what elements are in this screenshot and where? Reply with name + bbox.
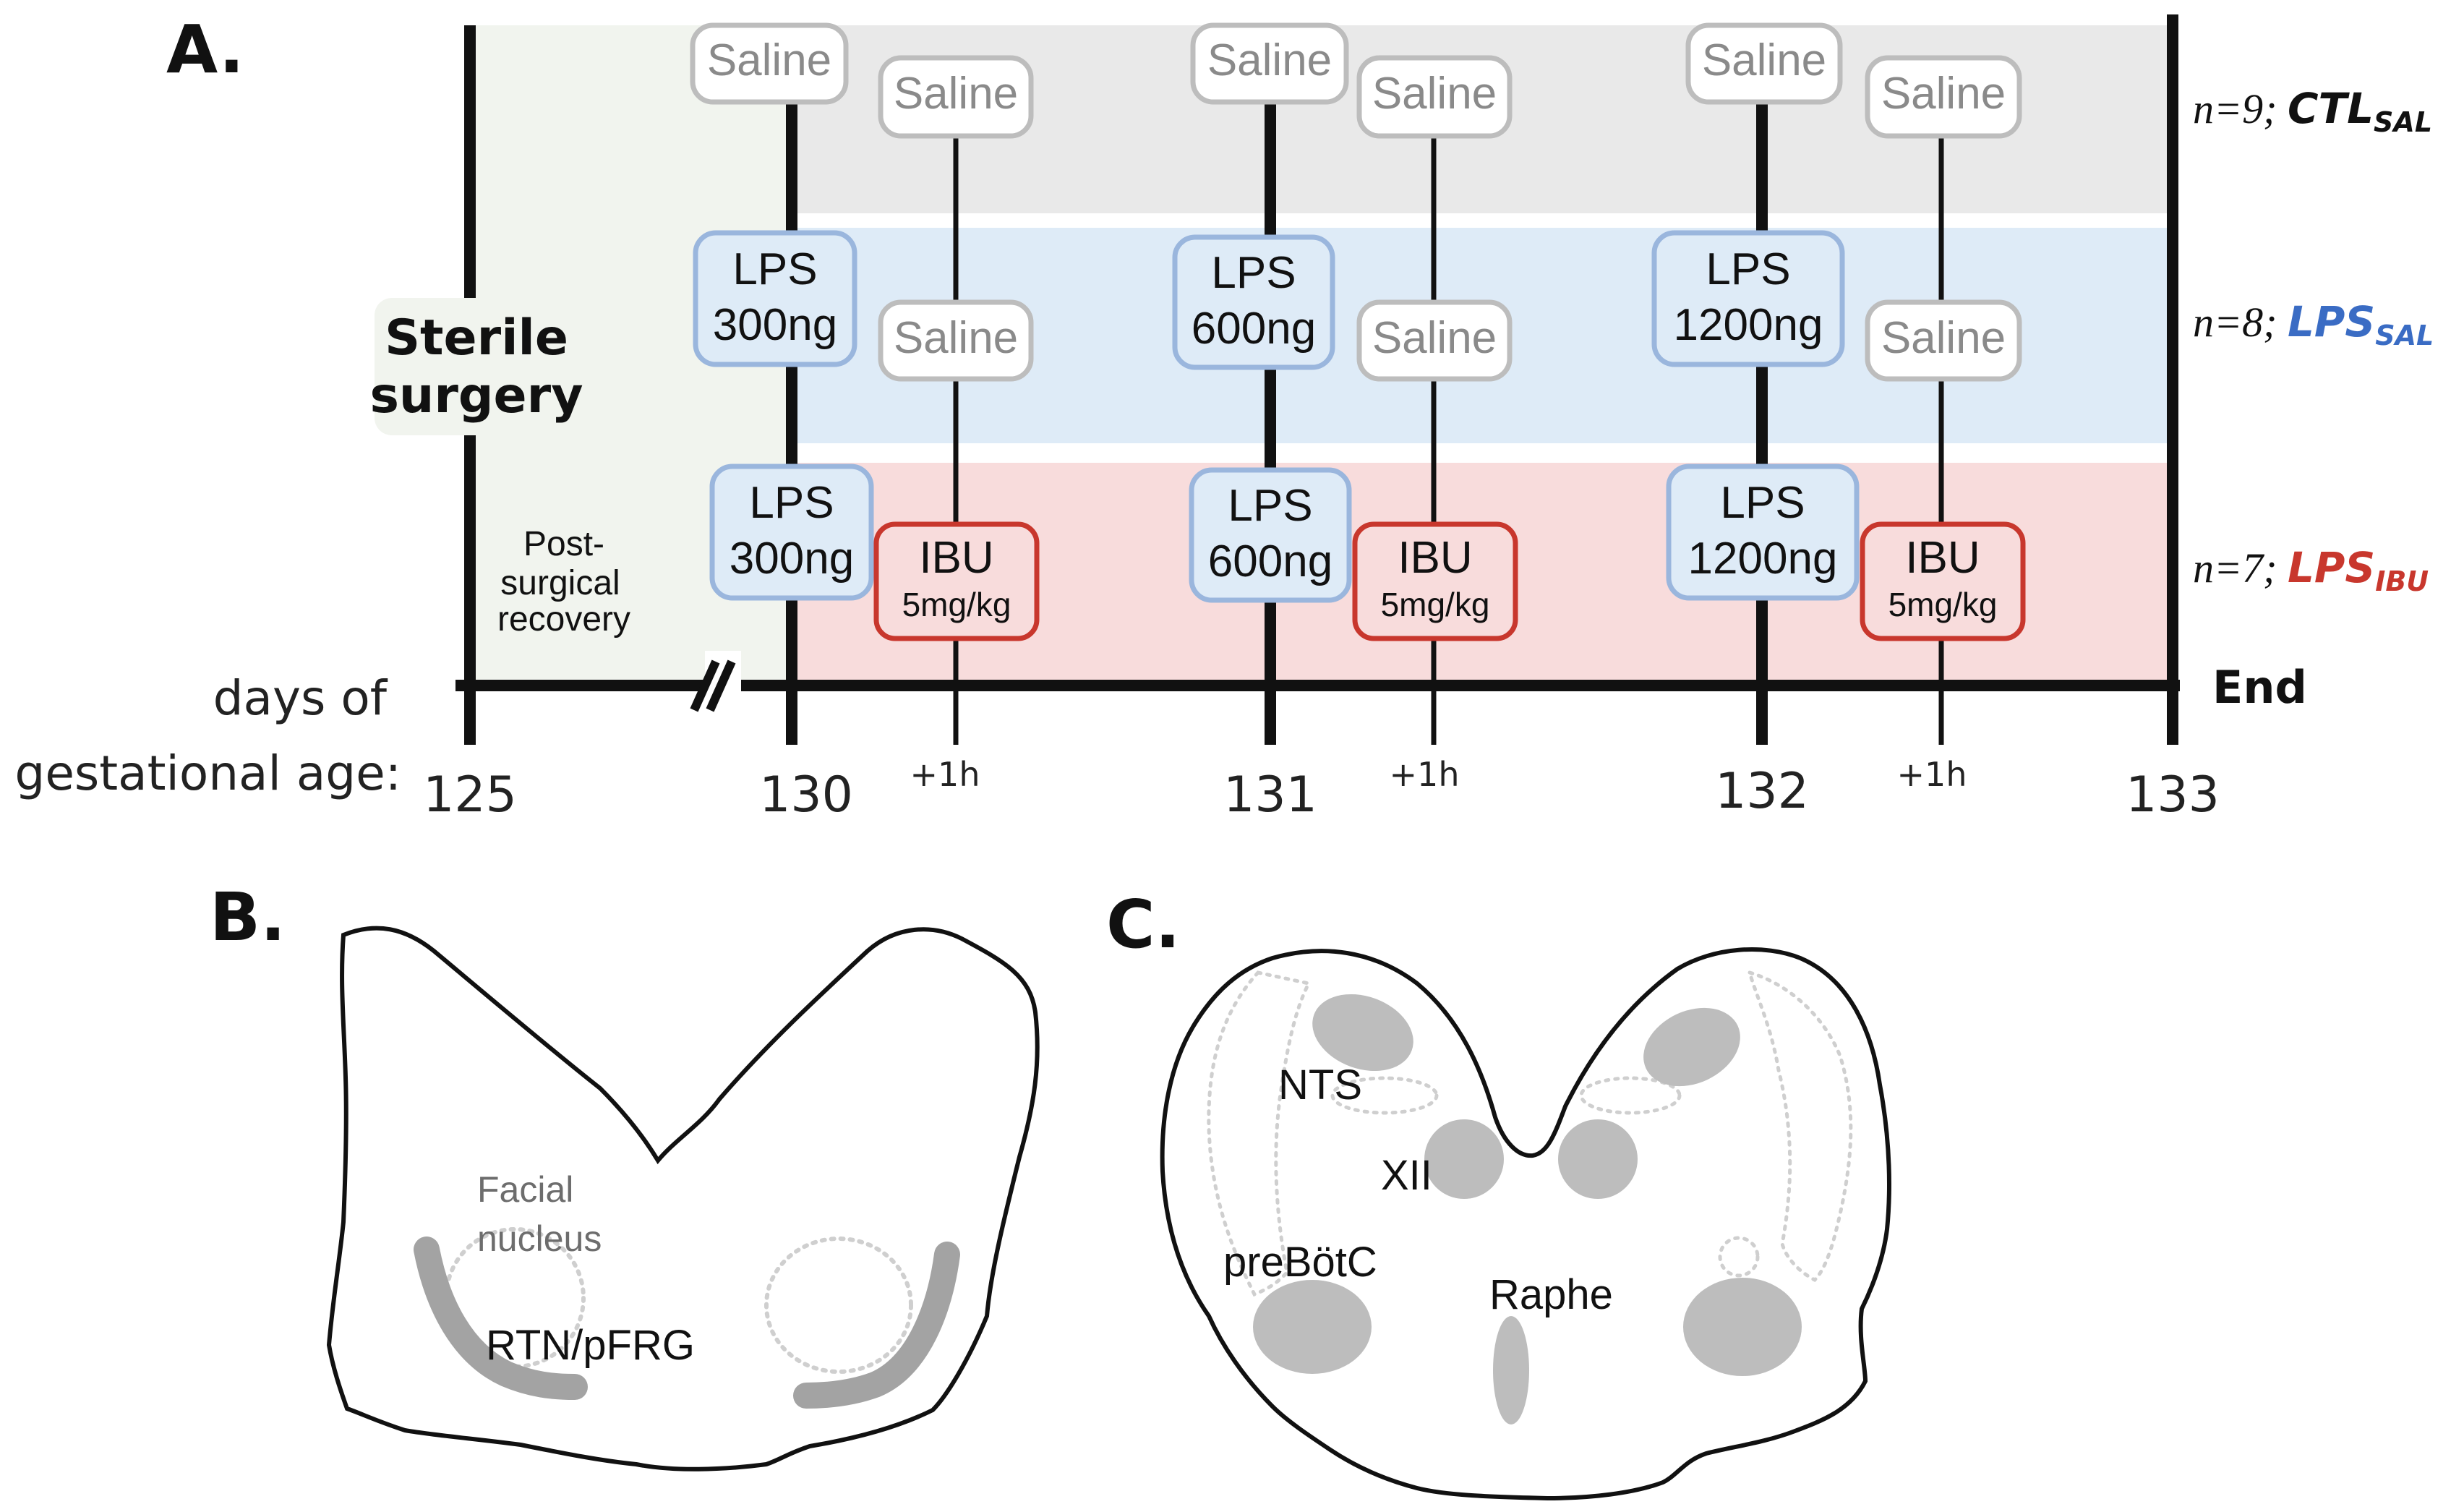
rtn-label: RTN/pFRG xyxy=(486,1322,695,1369)
tick-label-132: 132 xyxy=(1715,763,1809,820)
panel-b-brainstem: B. Facial nucleus RTN/pFRG xyxy=(149,879,1040,1472)
svg-text:5mg/kg: 5mg/kg xyxy=(1888,586,1998,623)
facial-label-line1: Facial xyxy=(477,1169,573,1210)
xii-left xyxy=(1424,1119,1504,1199)
svg-text:LPS: LPS xyxy=(1720,478,1805,528)
nts-right xyxy=(1643,1007,1740,1087)
axis-break-icon xyxy=(690,651,741,723)
panel-a-timeline: Sterile surgery Post- surgical recovery … xyxy=(14,11,2434,824)
svg-text:LPS: LPS xyxy=(1706,244,1790,294)
svg-text:600ng: 600ng xyxy=(1208,537,1332,586)
recovery-line3: recovery xyxy=(497,600,630,638)
svg-text:Saline: Saline xyxy=(1207,35,1332,85)
svg-text:1200ng: 1200ng xyxy=(1688,534,1838,584)
lps-box: LPS 300ng xyxy=(709,464,874,601)
panel-c-brainstem: C. NTS XII preBötC Raphe xyxy=(1106,886,1891,1501)
tick-label-131: 131 xyxy=(1223,766,1317,824)
ibu-box: IBU 5mg/kg xyxy=(1352,521,1518,641)
brainstem-outline-c xyxy=(1160,947,1891,1501)
recovery-line2: surgical xyxy=(500,564,620,602)
saline-box: Saline xyxy=(1865,55,2022,139)
dmv-left xyxy=(1330,1076,1439,1115)
plus1h-label: +1h xyxy=(1390,755,1460,794)
tract-right xyxy=(1747,970,1853,1283)
ibu-box: IBU 5mg/kg xyxy=(1860,521,2026,641)
lps-box: LPS 1200ng xyxy=(1651,230,1845,367)
lps-box: LPS 1200ng xyxy=(1666,464,1860,601)
svg-text:300ng: 300ng xyxy=(713,300,837,350)
svg-text:Saline: Saline xyxy=(894,69,1018,119)
svg-text:600ng: 600ng xyxy=(1192,304,1316,354)
rtn-left xyxy=(414,1236,588,1400)
brainstem-outline-b xyxy=(149,933,689,1470)
svg-text:Saline: Saline xyxy=(1372,69,1497,119)
svg-text:Saline: Saline xyxy=(1372,313,1497,363)
saline-box: Saline xyxy=(690,22,849,105)
prebotc-label: preBötC xyxy=(1223,1239,1377,1286)
raphe-nucleus xyxy=(1493,1316,1529,1425)
prebotc-right xyxy=(1683,1278,1802,1376)
group-label-ctl-sal: n=9; CTLSAL xyxy=(2193,84,2432,138)
group-label-lps-ibu: n=7; LPSIBU xyxy=(2193,543,2429,597)
plus1h-label: +1h xyxy=(1897,755,1967,794)
tick-label-130: 130 xyxy=(759,766,853,824)
svg-text:LPS: LPS xyxy=(732,244,817,294)
svg-text:5mg/kg: 5mg/kg xyxy=(1381,586,1490,623)
saline-box: Saline xyxy=(878,55,1034,139)
panel-a-label: A. xyxy=(166,11,244,88)
saline-box: Saline xyxy=(1356,55,1513,139)
lps-box: LPS 600ng xyxy=(1189,467,1352,603)
prebotc-left xyxy=(1253,1280,1372,1374)
svg-text:LPS: LPS xyxy=(1228,481,1312,531)
panel-c-label: C. xyxy=(1106,886,1180,963)
panel-b-label: B. xyxy=(210,879,286,956)
svg-text:Saline: Saline xyxy=(1881,313,2006,363)
svg-text:IBU: IBU xyxy=(1398,533,1472,583)
dmv-right xyxy=(1579,1076,1682,1115)
saline-box: Saline xyxy=(1356,299,1513,382)
svg-text:Saline: Saline xyxy=(1702,35,1826,85)
facial-label-line2: nucleus xyxy=(477,1218,602,1259)
saline-box: Saline xyxy=(1865,299,2022,382)
svg-text:5mg/kg: 5mg/kg xyxy=(902,586,1011,623)
svg-text:1200ng: 1200ng xyxy=(1674,300,1823,350)
axis-label-line1: days of xyxy=(213,670,388,726)
ibu-box: IBU 5mg/kg xyxy=(873,521,1040,641)
lps-box: LPS 600ng xyxy=(1172,234,1335,370)
svg-text:LPS: LPS xyxy=(1211,248,1296,298)
end-label: End xyxy=(2212,661,2307,714)
tick-label-125: 125 xyxy=(423,766,517,824)
svg-text:LPS: LPS xyxy=(749,478,834,528)
plus1h-label: +1h xyxy=(910,755,980,794)
svg-text:IBU: IBU xyxy=(1905,533,1980,583)
svg-text:Saline: Saline xyxy=(894,313,1018,363)
raphe-label: Raphe xyxy=(1489,1271,1613,1318)
recovery-line1: Post- xyxy=(523,525,604,563)
svg-text:IBU: IBU xyxy=(919,533,993,583)
axis-label-line2: gestational age: xyxy=(14,746,401,801)
small-dotted-circle xyxy=(1718,1236,1760,1278)
svg-text:300ng: 300ng xyxy=(730,534,854,584)
group-label-lps-sal: n=8; LPSSAL xyxy=(2193,297,2434,351)
sterile-surgery-line2: surgery xyxy=(369,367,583,424)
tick-label-133: 133 xyxy=(2126,766,2220,824)
saline-box: Saline xyxy=(1685,22,1843,105)
saline-box: Saline xyxy=(1190,22,1349,105)
tract-left xyxy=(1207,970,1312,1297)
xii-label: XII xyxy=(1381,1152,1432,1199)
svg-text:Saline: Saline xyxy=(707,35,831,85)
lps-box: LPS 300ng xyxy=(693,230,857,367)
rtn-right xyxy=(793,1242,960,1409)
nts-label: NTS xyxy=(1278,1062,1362,1109)
sterile-surgery-line1: Sterile xyxy=(385,309,568,367)
facial-nucleus-right xyxy=(764,1236,913,1374)
xii-right xyxy=(1558,1119,1638,1199)
sterile-surgery-box xyxy=(375,298,578,435)
saline-box: Saline xyxy=(878,299,1034,382)
brainstem-outline-b xyxy=(326,926,1040,1472)
nts-left xyxy=(1312,994,1413,1072)
svg-text:Saline: Saline xyxy=(1881,69,2006,119)
